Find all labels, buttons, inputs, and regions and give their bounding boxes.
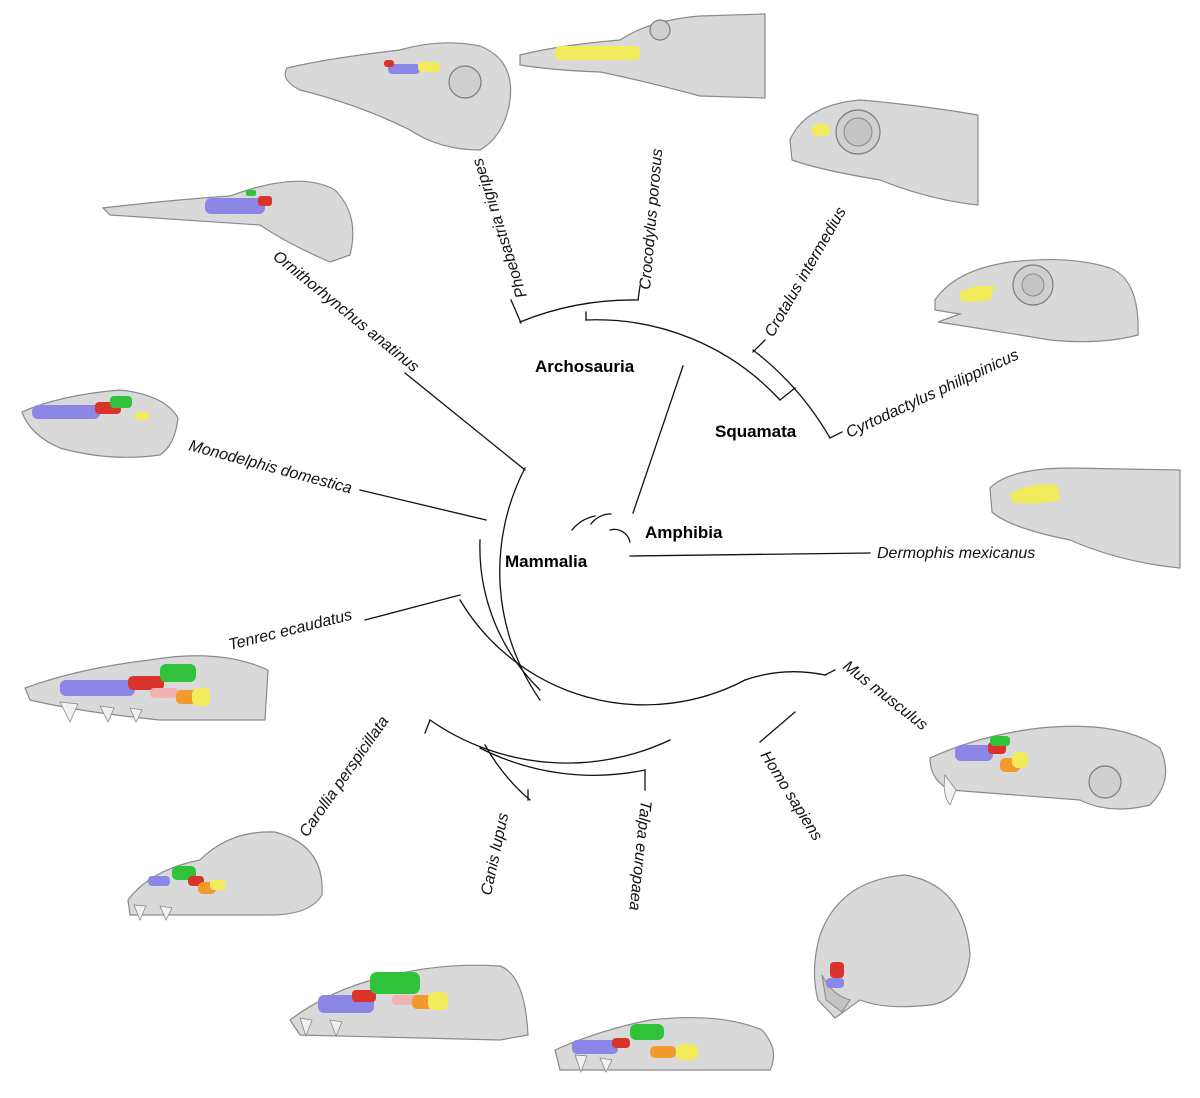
branch-euarchonto-arc [744, 671, 826, 681]
clade-labels: Archosauria Squamata Amphibia Mammalia [505, 357, 797, 571]
branch-carollia [424, 719, 431, 734]
branch-dermophis [629, 552, 871, 557]
taxon-tenrec: Tenrec ecaudatus [227, 607, 354, 654]
branch-archosauria-arc [519, 299, 639, 323]
taxon-cyrtodactylus: Cyrtodactylus philippinicus [844, 347, 1022, 442]
mus-skull-icon [929, 725, 1167, 810]
taxon-ornithorhynchus: Ornithorhynchus anatinus [269, 248, 421, 376]
crotalus-skull-icon [789, 99, 979, 206]
branch-homo [759, 711, 796, 743]
clade-archosauria-label: Archosauria [535, 357, 635, 376]
clade-amphibia-label: Amphibia [645, 523, 723, 542]
taxon-talpa: Talpa europaea [625, 800, 653, 912]
ornithorhynchus-skull-icon [101, 180, 354, 263]
branch-tenrec [364, 594, 461, 621]
taxon-canis: Canis lupus [478, 812, 512, 897]
taxon-carollia: Carollia perspicillata [296, 713, 392, 840]
talpa-skull-icon [554, 1016, 775, 1074]
branch-root-arc [609, 528, 631, 543]
carollia-skull-icon [127, 831, 323, 922]
cyrtodactylus-skull-icon [934, 258, 1139, 343]
crocodylus-skull-icon [519, 13, 766, 99]
clade-mammalia-label: Mammalia [505, 552, 588, 571]
branch-squamata-arc [752, 349, 831, 439]
taxon-crocodylus: Crocodylus porosus [637, 148, 666, 290]
taxon-monodelphis: Monodelphis domestica [187, 437, 354, 497]
monodelphis-skull-icon [21, 389, 179, 458]
clade-squamata-label: Squamata [715, 422, 797, 441]
branch-crocodylus [637, 285, 641, 301]
branch-mammal-root-arc [571, 515, 596, 531]
branch-canis-arc [484, 744, 531, 801]
branch-monodelphis [359, 489, 487, 521]
branch-crotalus [752, 339, 766, 353]
branch-sauropsida-stem [632, 365, 684, 514]
branch-squamata-stem [779, 387, 796, 401]
branch-amphibia-arc [590, 513, 612, 525]
branch-boreo-arc [459, 599, 746, 706]
branch-cyrtodactylus [829, 431, 843, 439]
canis-skull-icon [289, 964, 529, 1041]
branch-mus [824, 669, 836, 676]
specimen-renders [21, 13, 1181, 1074]
taxon-homo: Homo sapiens [757, 748, 826, 844]
taxon-phoebastria: Phoebastria nigripes [470, 156, 531, 300]
branch-phoebastria [510, 299, 522, 324]
homo-skull-icon [813, 874, 971, 1019]
tree-branches [359, 285, 871, 801]
dermophis-skull-icon [989, 467, 1181, 569]
branch-therian-arc [479, 539, 541, 691]
taxon-crotalus: Crotalus intermedius [762, 204, 850, 340]
tenrec-skull-icon [24, 655, 269, 723]
taxon-mus: Mus musculus [840, 658, 931, 734]
branch-ornithorhynchus [404, 372, 526, 471]
branch-laurasia-arc [429, 719, 671, 764]
branch-ferae-arc [479, 747, 646, 776]
phoebastria-skull-icon [284, 42, 512, 151]
taxon-dermophis: Dermophis mexicanus [877, 545, 1035, 562]
branch-sauropsida-arc [585, 319, 781, 401]
